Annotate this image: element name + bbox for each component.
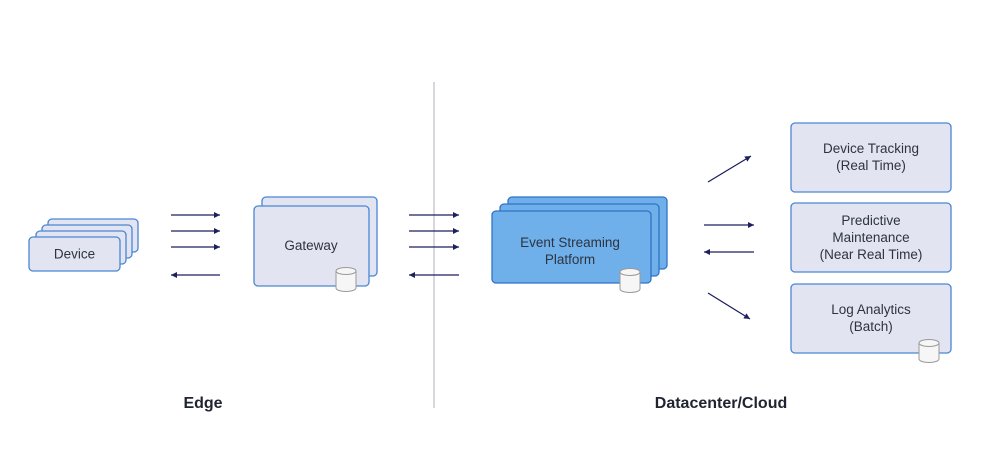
device-box <box>28 236 121 272</box>
predictive-maintenance-label-line3: (Near Real Time) <box>820 247 923 262</box>
platform-consumer-arrows <box>704 155 754 320</box>
device-gateway-arrows <box>171 212 220 278</box>
device-node: Device <box>28 218 139 272</box>
database-cylinder-icon <box>619 268 641 293</box>
log-analytics-box <box>790 283 952 354</box>
gateway-box <box>253 205 370 287</box>
device-tracking-label-line1: Device Tracking <box>823 141 919 156</box>
event-streaming-box <box>491 210 652 284</box>
gateway-label: Gateway <box>284 238 338 253</box>
device-tracking-box <box>790 122 952 193</box>
event-streaming-label-line1: Event Streaming <box>520 235 620 250</box>
arrow-icon <box>707 155 752 183</box>
arrow-icon <box>707 292 751 320</box>
database-cylinder-icon <box>335 267 357 292</box>
log-analytics-node: Log Analytics (Batch) <box>790 283 952 363</box>
device-tracking-label-line2: (Real Time) <box>836 158 906 173</box>
predictive-maintenance-node: Predictive Maintenance (Near Real Time) <box>790 202 952 273</box>
log-analytics-label-line2: (Batch) <box>849 319 893 334</box>
log-analytics-label-line1: Log Analytics <box>831 302 911 317</box>
edge-region-label: Edge <box>183 395 222 412</box>
predictive-maintenance-label-line1: Predictive <box>841 213 900 228</box>
event-streaming-node: Event Streaming Platform <box>491 196 668 293</box>
event-streaming-label-line2: Platform <box>545 252 595 267</box>
gateway-node: Gateway <box>253 196 378 292</box>
predictive-maintenance-label-line2: Maintenance <box>832 230 909 245</box>
device-tracking-node: Device Tracking (Real Time) <box>790 122 952 193</box>
predictive-maintenance-box <box>790 202 952 273</box>
device-label: Device <box>54 247 95 262</box>
database-cylinder-icon <box>918 339 940 363</box>
datacenter-region-label: Datacenter/Cloud <box>655 395 787 412</box>
gateway-platform-arrows <box>409 212 459 278</box>
